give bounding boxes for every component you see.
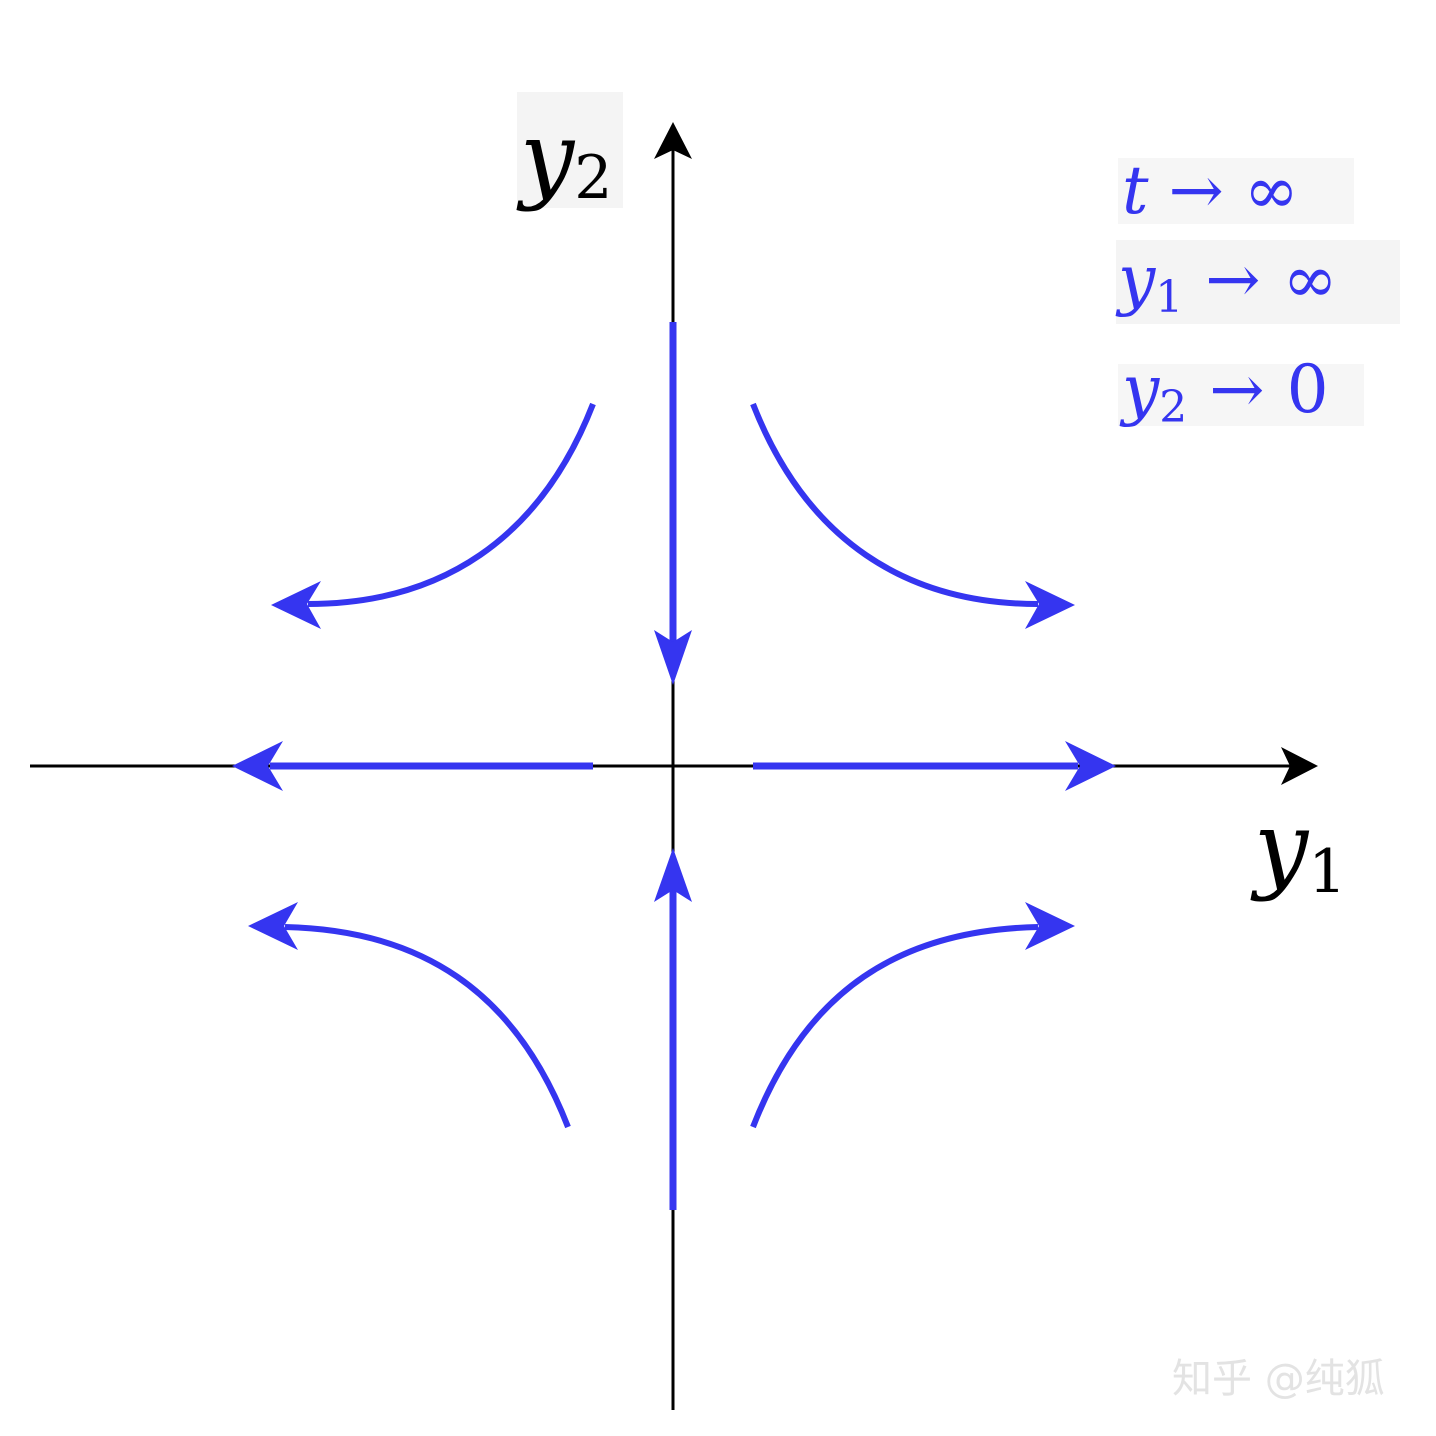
flow-curve-lower-right [750,924,1039,1129]
flow-arrowhead-lower-left-icon [248,902,298,950]
legend-line3-background [1118,364,1364,426]
legend-line-y2-to-zero: y2→0 [1119,351,1329,433]
flow-curve-upper-right [750,402,1039,607]
legend-line2-background [1116,240,1400,324]
y2-label-background [517,92,623,208]
flow-arrowhead-lower-right-icon [1025,902,1075,950]
watermark-text: 知乎 @纯狐 [1172,1356,1385,1402]
flow-arrowhead-bottom-up-icon [654,848,692,902]
flow-curve-upper-left [307,402,596,607]
flow-arrowhead-top-down-icon [654,630,692,685]
y1-axis-arrowhead-icon [1281,747,1318,785]
flow-arrowhead-left-icon [232,741,283,791]
y2-axis-label: y2 [516,101,612,213]
legend-line-t-to-infinity: t→∞ [1122,152,1299,229]
legend-line-y1-to-infinity: y1→∞ [1115,241,1338,323]
legend-line1-background [1118,158,1354,224]
flow-curve-lower-left [284,924,571,1129]
y1-axis-label: y1 [1250,791,1346,907]
flow-arrowhead-upper-right-icon [1025,581,1075,629]
flow-arrowhead-upper-left-icon [271,581,321,629]
y2-axis-arrowhead-icon [654,122,692,159]
flow-arrowhead-right-icon [1065,741,1116,791]
